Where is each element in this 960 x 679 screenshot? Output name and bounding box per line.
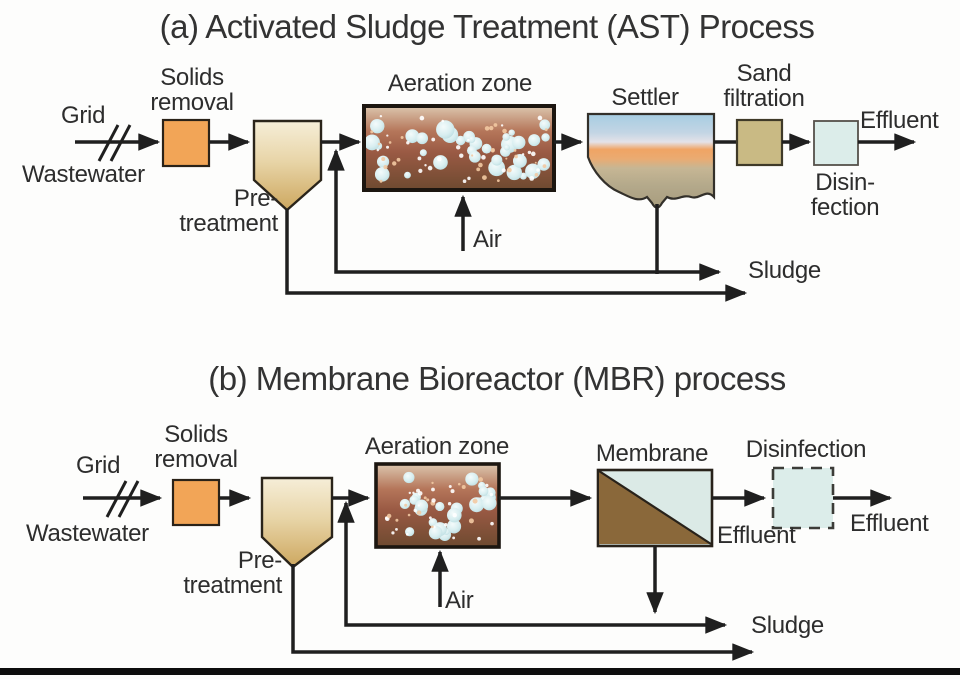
grid-label-a: Grid	[61, 102, 106, 129]
disinfection-label-a: Disin- fection	[810, 169, 880, 222]
pretreatment-funnel-b	[260, 476, 334, 569]
grid-label-b: Grid	[76, 452, 121, 479]
pretreatment-label-a: Pre- treatment	[179, 185, 278, 238]
sludge-label-b: Sludge	[751, 612, 824, 639]
air-label-a: Air	[473, 226, 502, 253]
panel-b-shapes	[0, 462, 960, 675]
membrane-effluent-label: Effluent	[717, 522, 796, 549]
aeration-zone-label-b: Aeration zone	[364, 433, 510, 460]
grid-slash-icon	[117, 480, 140, 518]
disinfection-label-b: Disinfection	[745, 436, 867, 463]
wastewater-label-b: Wastewater	[26, 520, 149, 547]
grid-slash-icon	[105, 480, 128, 518]
figure-bottom-rule	[0, 668, 960, 675]
disinfection-box-b	[771, 466, 835, 530]
pretreatment-waste-line-b	[291, 564, 755, 661]
panel-a-shapes	[75, 104, 917, 302]
pretreatment-waste-line-a	[285, 209, 748, 302]
settler-tank	[586, 112, 716, 209]
grid-slash-icon	[97, 124, 120, 162]
solids-removal-box-b	[171, 478, 221, 527]
solids-removal-box-a	[161, 118, 211, 168]
sand-filtration-box	[735, 118, 784, 167]
effluent-label-b: Effluent	[850, 510, 929, 537]
grid-slash-icon	[109, 124, 132, 162]
pretreatment-funnel-a	[252, 119, 323, 212]
settler-label: Settler	[611, 84, 679, 111]
sand-filtration-label: Sand filtration	[723, 60, 805, 113]
panel-b-title: (b) Membrane Bioreactor (MBR) process	[208, 360, 786, 397]
membrane-label: Membrane	[595, 440, 709, 467]
sludge-recycle-line-b	[337, 500, 728, 634]
effluent-label-a: Effluent	[860, 107, 939, 134]
sludge-recycle-line-a	[327, 148, 722, 281]
air-label-b: Air	[445, 587, 474, 614]
sludge-label-a: Sludge	[748, 257, 821, 284]
aeration-zone-label-a: Aeration zone	[387, 70, 533, 97]
solids-removal-label-a: Solids removal	[150, 64, 234, 117]
disinfection-box-a	[813, 120, 859, 166]
pretreatment-label-b: Pre- treatment	[183, 547, 282, 600]
solids-removal-label-b: Solids removal	[154, 421, 238, 474]
wastewater-label-a: Wastewater	[22, 161, 145, 188]
panel-a-title: (a) Activated Sludge Treatment (AST) Pro…	[159, 8, 815, 45]
